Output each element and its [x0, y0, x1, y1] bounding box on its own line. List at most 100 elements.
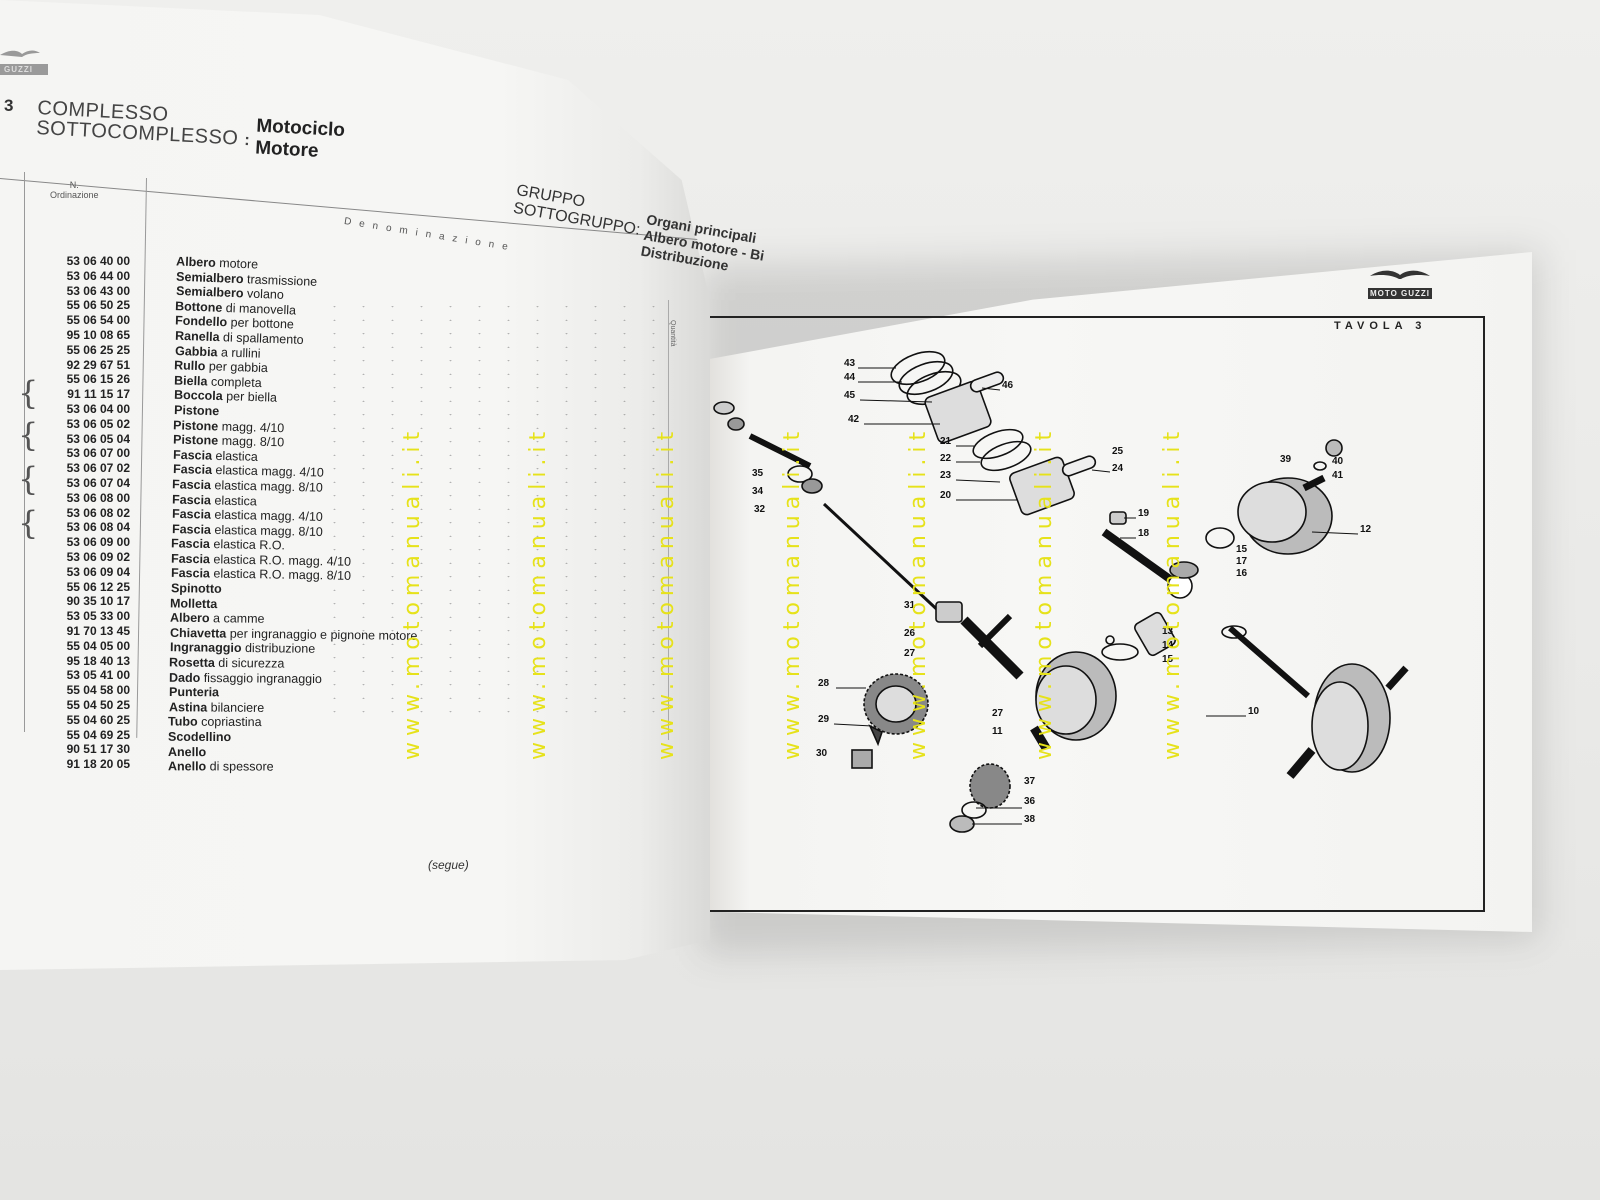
order-code: 53 06 08 04 [66, 520, 130, 535]
part-callout-number: 10 [1248, 706, 1260, 717]
part-name-bold: Fascia [172, 477, 212, 493]
part-callout-number: 39 [1280, 454, 1292, 465]
order-number-header: N. Ordinazione [50, 180, 99, 200]
part-name-rest: elastica magg. 4/10 [211, 463, 324, 480]
part-name-rest: elastica magg. 4/10 [210, 507, 323, 525]
part-name-rest: a rullini [216, 344, 261, 361]
tavola-label: TAVOLA 3 [1334, 320, 1427, 332]
order-code: 95 18 40 13 [66, 653, 130, 668]
order-code: 53 05 41 00 [66, 668, 130, 683]
segue-note: (segue) [428, 858, 469, 872]
part-callout-number: 18 [1138, 528, 1150, 539]
part-name-bold: Anello [167, 744, 206, 759]
watermark: www.motomanuali.it [1032, 426, 1057, 760]
order-code: 91 18 20 05 [66, 757, 130, 772]
part-name-bold: Fascia [171, 536, 211, 552]
part-callout-number: 21 [940, 436, 952, 447]
column-rule [668, 300, 669, 740]
header-line: N. [69, 180, 79, 190]
order-code: 53 06 05 04 [66, 431, 130, 446]
watermark: www.motomanuali.it [526, 426, 551, 760]
brace-icon: { [18, 374, 39, 412]
watermark-text: www.motomanuali.it [400, 425, 425, 760]
part-name-bold: Fascia [172, 462, 212, 478]
colon: : [243, 131, 251, 150]
part-name-rest: magg. 8/10 [218, 433, 285, 450]
part-name-rest: di spallamento [219, 330, 304, 347]
watermark: www.motomanuali.it [654, 426, 679, 760]
part-name-rest: elastica R.O. [210, 537, 286, 553]
order-code: 53 06 09 00 [66, 535, 130, 550]
order-code: 55 04 50 25 [66, 697, 130, 712]
part-name-bold: Bottone [175, 298, 223, 315]
order-code: 90 35 10 17 [66, 594, 130, 609]
part-name-bold: Fascia [170, 551, 211, 567]
part-callout-number: 15 [1236, 544, 1248, 555]
guzzi-logo: GUZZI [0, 46, 56, 76]
watermark-text: www.motomanuali.it [1032, 425, 1057, 760]
part-callout-number: 38 [1024, 814, 1036, 825]
part-callout-number: 23 [940, 470, 952, 481]
eagle-icon [0, 50, 40, 57]
order-code: 91 11 15 17 [67, 387, 130, 402]
order-code: 53 05 33 00 [66, 609, 130, 624]
order-code: 90 51 17 30 [66, 742, 130, 757]
part-callout-number: 27 [904, 648, 916, 659]
part-name-bold: Chiavetta [169, 625, 227, 641]
part-name-rest: per bottone [226, 315, 295, 332]
part-name-bold: Fondello [174, 313, 228, 330]
part-name-bold: Rosetta [169, 655, 216, 670]
part-name-rest: di sicurezza [215, 655, 285, 671]
order-code: 53 06 07 00 [66, 446, 130, 461]
part-name-bold: Albero [175, 254, 217, 270]
watermark-text: www.motomanuali.it [1160, 425, 1185, 760]
watermark: www.motomanuali.it [1160, 426, 1185, 760]
eagle-icon [1370, 270, 1430, 279]
order-code: 53 06 44 00 [66, 268, 130, 283]
header-line: Ordinazione [50, 190, 99, 200]
order-code: 53 06 08 00 [66, 490, 130, 505]
order-code: 55 06 15 26 [66, 372, 130, 387]
part-callout-number: 13 [1162, 626, 1174, 637]
part-name-rest: motore [215, 255, 259, 272]
part-callout-number: 27 [992, 708, 1004, 719]
part-callout-number: 12 [1360, 524, 1372, 535]
diagram-frame [703, 316, 1485, 912]
part-callout-number: 31 [904, 600, 916, 611]
part-name-bold: Fascia [170, 566, 210, 581]
brace-icon: { [18, 504, 39, 542]
brace-icon: { [18, 416, 39, 454]
part-callout-number: 19 [1138, 508, 1150, 519]
part-name-bold: Punteria [168, 685, 219, 700]
part-name-bold: Fascia [171, 521, 211, 537]
part-callout-number: 26 [904, 628, 916, 639]
part-name-rest: elastica magg. 8/10 [210, 522, 323, 539]
part-callout-number: 35 [752, 468, 764, 479]
part-name-rest: elastica magg. 8/10 [211, 478, 324, 495]
order-code: 91 70 13 45 [66, 623, 130, 638]
order-code: 55 06 12 25 [66, 579, 130, 594]
part-name-bold: Ranella [174, 328, 220, 345]
part-callout-number: 36 [1024, 796, 1036, 807]
column-rule [24, 172, 25, 732]
part-name-rest: per gabbia [205, 359, 269, 376]
logo-text: MOTO GUZZI [1368, 288, 1432, 299]
part-name-bold: Tubo [168, 714, 198, 730]
order-code: 95 10 08 65 [66, 327, 130, 342]
part-name-bold: Molletta [170, 596, 218, 611]
moto-guzzi-logo: MOTO GUZZI [1368, 266, 1432, 299]
part-name-rest: elastica [210, 492, 257, 508]
part-callout-number: 24 [1112, 463, 1124, 474]
order-code: 53 06 09 02 [66, 549, 130, 564]
header-values: Motociclo Motore [255, 115, 346, 164]
part-callout-number: 22 [940, 453, 952, 464]
part-callout-number: 11 [992, 726, 1003, 737]
order-code: 53 06 04 00 [66, 401, 130, 416]
part-callout-number: 32 [754, 504, 766, 515]
brace-icon: { [18, 460, 39, 498]
part-name-rest: per biella [222, 389, 277, 406]
order-code: 55 04 69 25 [66, 727, 130, 742]
